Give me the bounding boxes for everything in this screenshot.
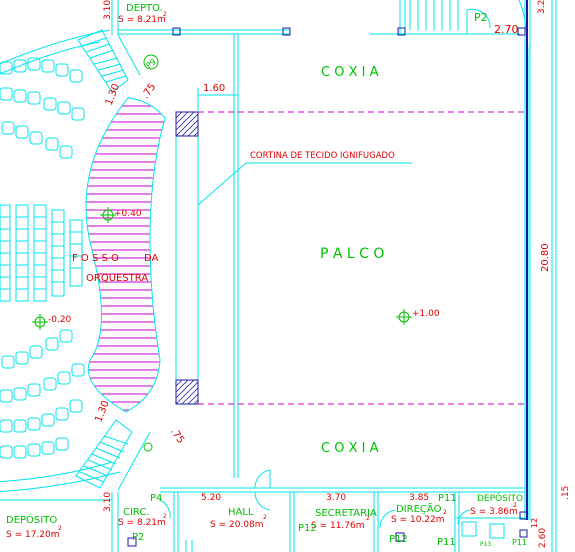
sq-direcao: 2 [443,509,447,516]
door-tag-small [143,442,153,452]
secretaria-label: SECRETARIA [315,508,377,519]
level-marker-fosso [100,207,116,223]
door-p4: P4 [150,493,162,504]
curtain-label: CORTINA DE TECIDO IGNIFUGADO [250,151,395,161]
deposito-left-label: DEPÓSITO [6,513,57,526]
dim-160-text: 1.60 [203,83,225,94]
sq-deposito-left: 2 [58,525,62,532]
hall-area: S = 20.08m [210,520,264,530]
level-audience: -0.20 [48,315,72,325]
bottom-walls [0,469,525,552]
door-p2-bottom: P2 [132,532,144,543]
level-marker-palco [396,309,412,325]
direcao-label: DIREÇÃO [396,502,442,515]
sq-circ: 2 [163,513,167,520]
dim-520: 5.20 [201,493,221,503]
hall-label: HALL [228,507,254,518]
dim-320: 3.20 [537,0,547,14]
circ-area: S = 8.21m [118,518,166,528]
door-p12-b: P12 [389,534,408,545]
top-walls [111,0,520,35]
level-palco: +1.00 [412,309,440,319]
door-p11-a: P11 [438,493,457,504]
deposito-right-label: DEPÓSITO [477,492,523,504]
stairs-bottom [75,419,151,491]
dim-2080: 20.80 [540,243,551,272]
coxia-bottom-label: C O X I A [321,441,379,456]
level-marker-audience [32,314,48,330]
depto-top-label: DEPTO. [126,3,163,14]
dim-15: .15 [561,486,571,500]
wing-lines [198,111,525,405]
level-fosso: +0.40 [114,209,142,219]
direcao-area: S = 10.22m [391,515,445,525]
depto-top-area: S = 8.21m [118,15,166,25]
coxia-top-label: C O X I A [321,65,379,80]
da-label: DA [144,253,159,264]
circ-label: CIRC. [123,507,150,518]
dim-310-bottom: 3.10 [103,492,113,512]
secretaria-area: S = 11.76m [311,521,365,531]
deposito-left-area: S = 17.20m [6,530,60,540]
door-p13: P13 [480,541,491,548]
curtain-leader [197,162,412,206]
dim-310-top: 3.10 [103,0,113,20]
palco-label: P A L C O [320,246,384,262]
door-p12-a: P12 [298,523,317,534]
sq-hall: 2 [263,514,267,521]
fosso-label: F O S S O [72,253,119,264]
door-tag-p9 [143,54,159,70]
proscenium-pillars [175,111,199,405]
dim-385: 3.85 [409,493,429,503]
deposito-right-area: S = 3.86m [470,507,518,517]
orquestra-label: ORQUESTRA [86,273,148,284]
dim-260: 2.60 [538,528,548,548]
sq-secretaria: 2 [366,515,370,522]
dim-160 [197,88,239,112]
sq-depto: 2 [163,11,167,18]
dim-370: 3.70 [326,493,346,503]
door-p11-c: P11 [512,538,527,547]
dim-12: 12 [530,518,539,528]
door-p11-b: P11 [437,537,456,548]
audience-seating [0,29,121,493]
sq-deposito-right: 2 [513,502,517,509]
stairs-top [77,29,141,93]
dim-270: 2.70 [494,23,519,36]
door-p2-top: P2 [474,11,488,24]
orchestra-pit-outline [85,97,166,413]
